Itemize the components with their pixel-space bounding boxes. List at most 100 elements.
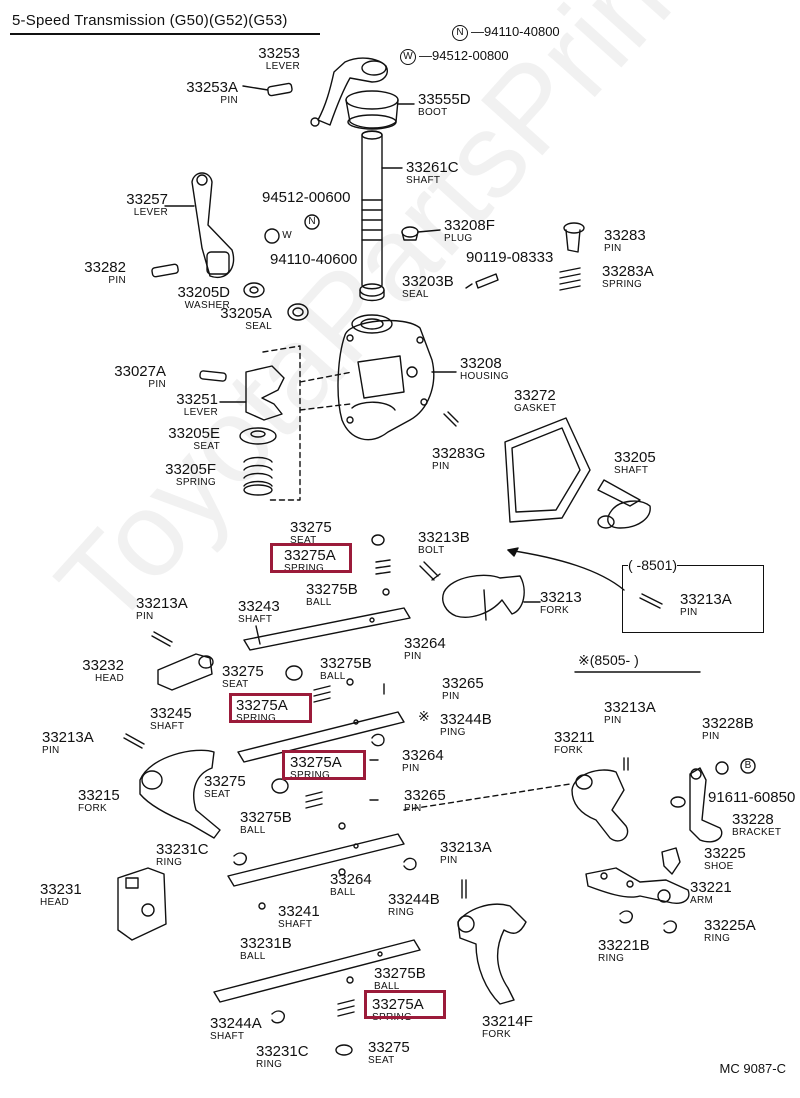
part-name: LEVER — [183, 407, 218, 418]
pin-33283 — [563, 222, 585, 253]
seal-33205a — [287, 303, 309, 321]
spring-33205f — [243, 456, 273, 496]
n-mark-small — [304, 214, 320, 230]
part-number: 90119-08333 — [466, 249, 554, 266]
part-name: BALL — [306, 597, 332, 608]
ball-33275b-low — [338, 822, 346, 830]
pin-33228b — [715, 761, 729, 775]
inset-box — [622, 565, 764, 633]
part-name: PIN — [442, 691, 460, 702]
highlight-box-4 — [364, 990, 446, 1019]
part-number: 33205F — [165, 461, 216, 478]
pin-33213a-3 — [461, 879, 467, 899]
ball-33275b-top — [382, 588, 390, 596]
ring-33221b — [619, 910, 633, 924]
part-number: 33275 — [204, 773, 246, 790]
part-number: 33221B — [598, 937, 650, 954]
leader — [242, 85, 269, 91]
part-name: PIN — [432, 461, 450, 472]
part-name: SHAFT — [238, 614, 273, 625]
part-number: 33205 — [614, 449, 656, 466]
highlight-box-1 — [270, 543, 352, 573]
part-number: 33213A — [42, 729, 94, 746]
shaft-33243 — [243, 607, 411, 651]
legend-n: N—94110-40800 — [452, 24, 560, 41]
part-number: 33283A — [602, 263, 654, 280]
part-name: SHAFT — [210, 1031, 245, 1042]
part-name: SHAFT — [278, 919, 313, 930]
part-name: GASKET — [514, 403, 557, 414]
part-name: SEAL — [245, 321, 272, 332]
part-number: 33232 — [82, 657, 124, 674]
part-number: 33213B — [418, 529, 470, 546]
head-33232 — [157, 653, 214, 691]
part-number: 33213A — [680, 591, 732, 608]
pin-33282 — [151, 263, 179, 278]
part-name: ARM — [690, 895, 714, 906]
part-number: 33264 — [330, 871, 372, 888]
seat-33275-mid — [285, 665, 303, 681]
spring-33275a-bottom — [337, 999, 355, 1017]
part-name: PING — [440, 727, 466, 738]
callout-91611-60850: 91611-60850 — [708, 790, 795, 805]
shaft-33245 — [237, 711, 405, 763]
pin-33213a-4 — [623, 757, 629, 771]
part-number: 33205E — [168, 425, 220, 442]
part-name: PIN — [604, 243, 622, 254]
part-name: FORK — [554, 745, 583, 756]
part-number: 33275B — [374, 965, 426, 982]
part-name: RING — [598, 953, 625, 964]
legend-w-part: 94512-00800 — [432, 48, 509, 63]
part-number: 33257 — [126, 191, 168, 208]
part-number: 33228B — [702, 715, 754, 732]
part-number: 33253 — [258, 45, 300, 62]
part-number: 33283G — [432, 445, 486, 462]
part-number: 33241 — [278, 903, 320, 920]
b-mark — [740, 758, 756, 774]
pin-33213a-inset — [639, 593, 663, 609]
part-number: 33027A — [114, 363, 166, 380]
spring-33275a-top — [375, 559, 391, 575]
part-number: 33275 — [368, 1039, 410, 1056]
bolt-33213b — [419, 561, 441, 581]
part-number: 33275B — [320, 655, 372, 672]
bracket-33228 — [670, 767, 723, 843]
part-name: SPRING — [602, 279, 643, 290]
part-name: SEAL — [402, 289, 429, 300]
part-name: PIN — [108, 275, 126, 286]
part-name: RING — [256, 1059, 283, 1070]
part-name: BOLT — [418, 545, 445, 556]
part-name: PIN — [148, 379, 166, 390]
part-name: FORK — [540, 605, 569, 616]
part-number: 33261C — [406, 159, 459, 176]
part-number: 33275 — [222, 663, 264, 680]
part-number: 33225A — [704, 917, 756, 934]
ring-33225a — [663, 920, 677, 934]
part-name: PIN — [604, 715, 622, 726]
part-number: 33213 — [540, 589, 582, 606]
